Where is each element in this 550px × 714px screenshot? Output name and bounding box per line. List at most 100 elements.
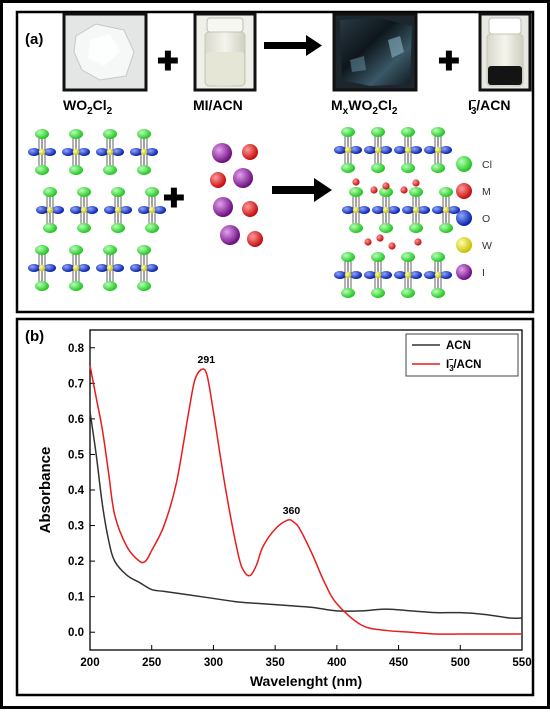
o-atom <box>432 206 444 214</box>
cl-atom <box>103 245 117 255</box>
o-atom <box>130 148 142 156</box>
legend-label-w: W <box>482 240 492 252</box>
w-atom <box>412 206 420 214</box>
metal-ion <box>242 144 258 160</box>
plus-icon: ✚ <box>163 183 185 213</box>
o-atom <box>130 264 142 272</box>
peak-label: 291 <box>198 354 216 366</box>
cl-atom <box>371 288 385 298</box>
cl-atom <box>409 187 423 197</box>
w-atom <box>140 148 148 156</box>
w-atom <box>404 271 412 279</box>
cl-atom <box>145 223 159 233</box>
cl-atom <box>35 165 49 175</box>
x-tick-label: 350 <box>266 657 285 669</box>
cl-atom <box>401 252 415 262</box>
y-tick-label: 0.3 <box>68 521 84 533</box>
caption-mi-acn: MI/ACN <box>193 97 243 113</box>
x-tick-label: 550 <box>512 657 531 669</box>
metal-ion <box>376 234 384 242</box>
cl-atom <box>371 163 385 173</box>
legend-atom-m <box>456 183 472 199</box>
w-atom <box>38 148 46 156</box>
y-tick-label: 0.8 <box>68 343 85 355</box>
o-atom <box>44 264 56 272</box>
series-i3-acn-line <box>89 365 522 635</box>
cl-atom <box>401 288 415 298</box>
cl-atom <box>341 288 355 298</box>
w-atom <box>344 146 352 154</box>
o-atom <box>62 264 74 272</box>
cl-atom <box>431 288 445 298</box>
o-atom <box>78 148 90 156</box>
o-atom <box>418 206 430 214</box>
metal-ion <box>388 242 396 250</box>
o-atom <box>96 264 108 272</box>
y-axis-ticks: 0.00.10.20.30.40.50.60.70.8 <box>68 343 95 639</box>
chart-legend: ACN I3−/ACN <box>405 333 519 377</box>
w-atom <box>148 206 156 214</box>
iodine-ion <box>213 197 233 217</box>
cl-atom <box>379 223 393 233</box>
o-atom <box>154 206 166 214</box>
w-atom <box>46 206 54 214</box>
o-atom <box>440 146 452 154</box>
o-atom <box>380 271 392 279</box>
w-atom <box>106 148 114 156</box>
cl-atom <box>349 187 363 197</box>
o-atom <box>28 148 40 156</box>
o-atom <box>44 148 56 156</box>
metal-ion <box>210 172 226 188</box>
cl-atom <box>137 245 151 255</box>
cl-atom <box>69 245 83 255</box>
o-atom <box>372 206 384 214</box>
cl-atom <box>431 163 445 173</box>
o-atom <box>112 264 124 272</box>
series-lines <box>89 365 523 635</box>
metal-ion <box>412 179 420 187</box>
w-atom <box>374 146 382 154</box>
cl-atom <box>137 281 151 291</box>
cl-atom <box>137 165 151 175</box>
cl-atom <box>341 252 355 262</box>
plus-icon: ✚ <box>438 46 460 76</box>
cl-atom <box>137 129 151 139</box>
panel-a-label: (a) <box>25 31 43 48</box>
o-atom <box>350 271 362 279</box>
o-atom <box>96 148 108 156</box>
x-tick-label: 300 <box>204 657 223 669</box>
legend-atom-i <box>456 264 472 280</box>
o-atom <box>358 206 370 214</box>
o-atom <box>146 264 158 272</box>
w-atom <box>38 264 46 272</box>
w-atom <box>114 206 122 214</box>
photo-mxwo2cl2-crystal <box>332 12 418 92</box>
metal-ion <box>242 201 258 217</box>
o-atom <box>410 271 422 279</box>
series-acn-line <box>89 411 523 620</box>
legend-atom-o <box>456 210 472 226</box>
mxwo2cl2-intercalated-structure <box>334 127 460 298</box>
w-atom <box>352 206 360 214</box>
legend-label-m: M <box>482 186 491 198</box>
cl-atom <box>379 187 393 197</box>
wo2cl2-layered-structure <box>28 129 166 291</box>
cl-atom <box>69 165 83 175</box>
y-tick-label: 0.1 <box>68 592 85 604</box>
cl-atom <box>341 127 355 137</box>
o-atom <box>78 264 90 272</box>
photo-mi-acn-vial <box>193 12 257 92</box>
w-atom <box>404 146 412 154</box>
iodine-ion <box>233 168 253 188</box>
w-atom <box>140 264 148 272</box>
cl-atom <box>341 163 355 173</box>
o-atom <box>28 264 40 272</box>
legend-box <box>405 333 519 377</box>
legend-atom-w <box>456 237 472 253</box>
o-atom <box>70 206 82 214</box>
cl-atom <box>371 127 385 137</box>
